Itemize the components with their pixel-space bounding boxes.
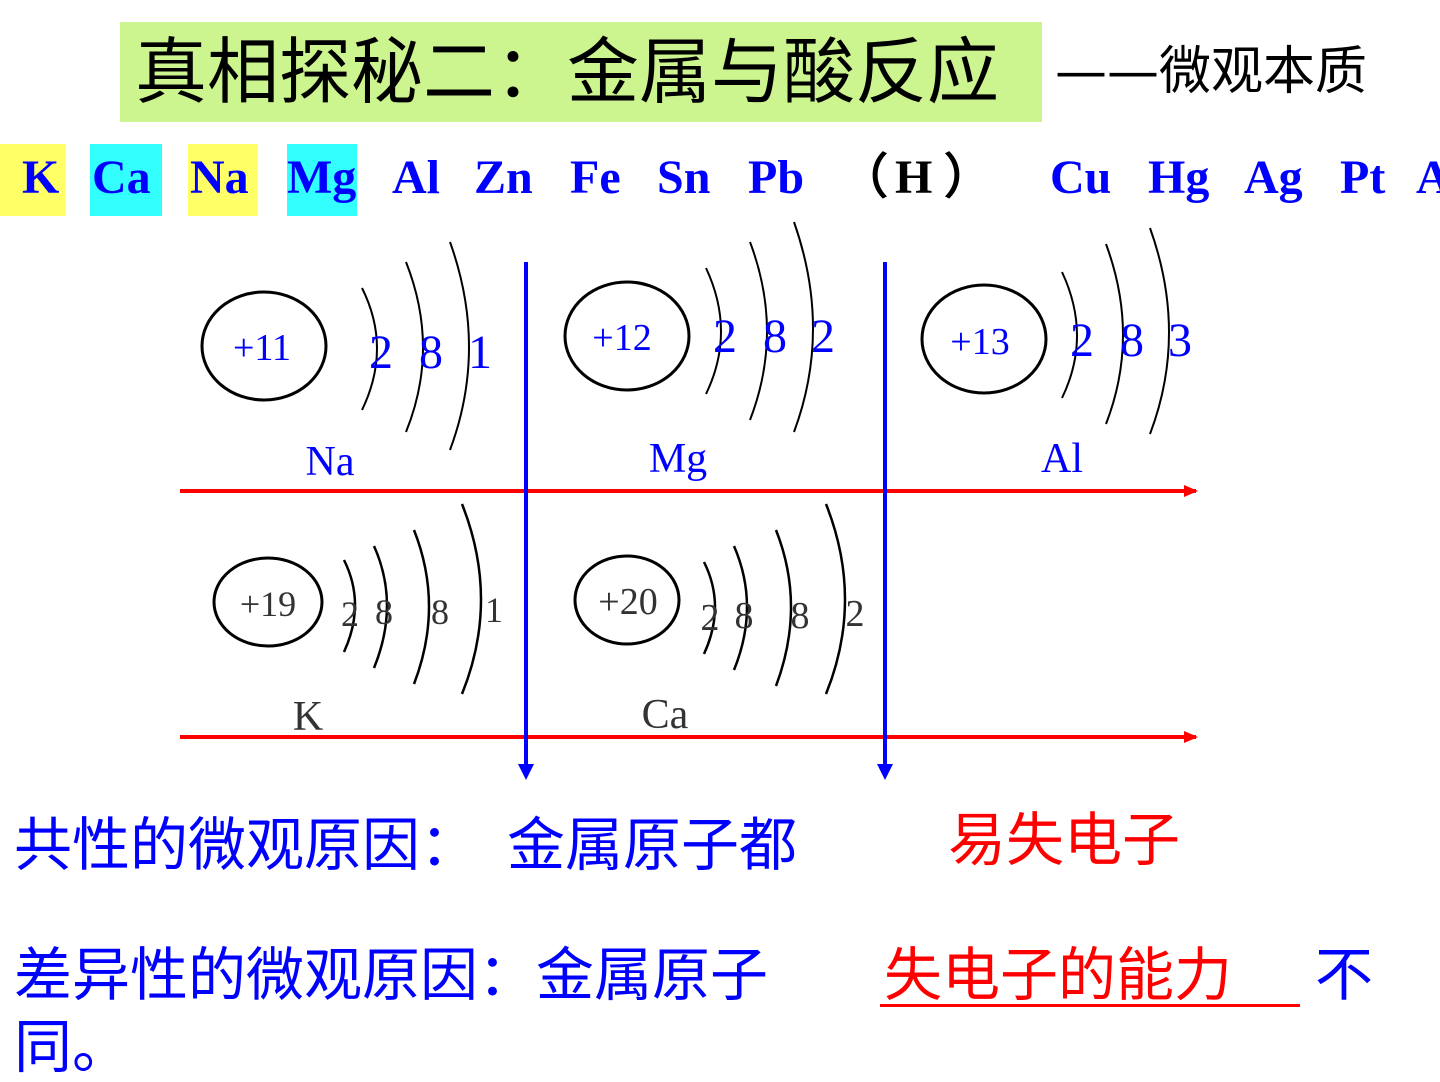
shell-count: 8 (1120, 314, 1144, 367)
metal-symbol: Zn (474, 151, 533, 204)
highlight-ca (90, 144, 162, 216)
metal-symbol: Al (392, 151, 440, 204)
trend-arrowhead-col2 (877, 764, 893, 780)
shell-arc (460, 503, 483, 695)
metal-symbol: H (895, 151, 933, 204)
metal-symbol: Sn (657, 151, 711, 204)
page-subtitle: ——微观本质 (1055, 42, 1368, 102)
difference-cause-tail: 不 (1315, 941, 1374, 1009)
shell-arc (1105, 243, 1124, 425)
shell-count: 2 (713, 310, 737, 363)
title-highlight (120, 22, 1042, 122)
shell-arc (1149, 227, 1170, 435)
atomic-structure-diagram: +11 2 8 1 Na +12 2 8 2 Mg +13 2 8 3 Al +… (180, 221, 1198, 780)
shell-count: 2 (341, 594, 359, 634)
atom-al: +13 2 8 3 Al (920, 227, 1192, 482)
metal-symbol: K (22, 151, 60, 204)
atom-mg: +12 2 8 2 Mg (563, 221, 835, 482)
shell-count: 2 (811, 310, 835, 363)
shell-count: 1 (468, 326, 492, 379)
atom-na: +11 2 8 1 Na (200, 241, 492, 485)
atom-k: +19 2 8 8 1 K (212, 503, 503, 740)
difference-cause-end: 同。 (14, 1013, 131, 1081)
shell-arc (372, 545, 389, 669)
metal-symbol: Ca (92, 151, 151, 204)
shell-arc (449, 241, 470, 451)
nucleus-al (920, 283, 1048, 395)
metal-symbol: Ag (1244, 151, 1303, 204)
shell-arc (342, 559, 357, 653)
page-title: 真相探秘二：金属与酸反应 (135, 30, 1000, 114)
shell-arc (1061, 271, 1078, 399)
shell-count: 1 (485, 590, 503, 630)
highlight-na (188, 144, 258, 216)
metal-symbol: Pt (1340, 151, 1386, 204)
nucleus-k (212, 556, 324, 648)
nucleus-charge-al: +13 (950, 321, 1009, 363)
shell-arc (405, 261, 424, 433)
shell-count: 8 (763, 310, 787, 363)
difference-cause-answer: 失电子的能力 (884, 941, 1233, 1009)
trend-arrowhead-col1 (518, 764, 534, 780)
element-symbol-mg: Mg (649, 436, 707, 482)
metal-symbol: Au (1416, 151, 1440, 204)
element-symbol-al: Al (1041, 436, 1083, 482)
bracket-close: ） (944, 151, 993, 204)
element-symbol-k: K (293, 694, 323, 740)
shell-arc (732, 545, 749, 671)
shell-arc (361, 287, 378, 411)
metal-symbol: Na (190, 151, 249, 204)
shell-arc (793, 221, 814, 433)
shell-count: 2 (1070, 314, 1094, 367)
nucleus-charge-na: +11 (233, 327, 291, 369)
shell-count: 8 (431, 592, 449, 632)
nucleus-charge-ca: +20 (598, 581, 657, 623)
shell-count: 2 (846, 593, 865, 635)
metal-symbol: Hg (1148, 151, 1210, 204)
element-symbol-ca: Ca (642, 692, 689, 738)
shell-arc (774, 529, 793, 687)
nucleus-charge-mg: +12 (592, 317, 651, 359)
nucleus-na (200, 290, 328, 402)
activity-series: K Ca Na Mg Al Zn Fe Sn Pb （ H ） Cu Hg Ag… (0, 142, 1440, 218)
shell-count: 8 (419, 326, 443, 379)
metal-symbol: Fe (570, 151, 621, 204)
shell-count: 2 (369, 326, 393, 379)
atom-ca: +20 2 8 8 2 Ca (573, 503, 865, 738)
metal-symbol: Pb (748, 151, 805, 204)
highlight-k (0, 144, 66, 216)
nucleus-charge-k: +19 (240, 584, 296, 624)
shell-arc (749, 241, 768, 421)
shell-arc (824, 503, 847, 695)
shell-count: 8 (375, 592, 393, 632)
highlight-mg (287, 144, 357, 216)
shell-count: 8 (791, 595, 810, 637)
metal-symbol: Cu (1050, 151, 1112, 204)
shell-arc (705, 267, 722, 395)
bracket-open: （ (840, 151, 889, 204)
answer-underline (880, 1004, 1300, 1007)
shell-count: 3 (1168, 314, 1192, 367)
shell-count: 2 (701, 597, 720, 639)
shell-arc (702, 561, 717, 655)
nucleus-ca (573, 554, 681, 646)
shell-count: 8 (735, 595, 754, 637)
common-cause-label: 共性的微观原因： 金属原子都 (14, 811, 798, 879)
difference-cause-label: 差异性的微观原因：金属原子 (14, 941, 769, 1009)
element-symbol-na: Na (306, 439, 355, 485)
metal-symbol: Mg (287, 151, 357, 204)
shell-arc (412, 529, 431, 685)
common-cause-answer: 易失电子 (948, 806, 1181, 874)
nucleus-mg (563, 280, 691, 392)
